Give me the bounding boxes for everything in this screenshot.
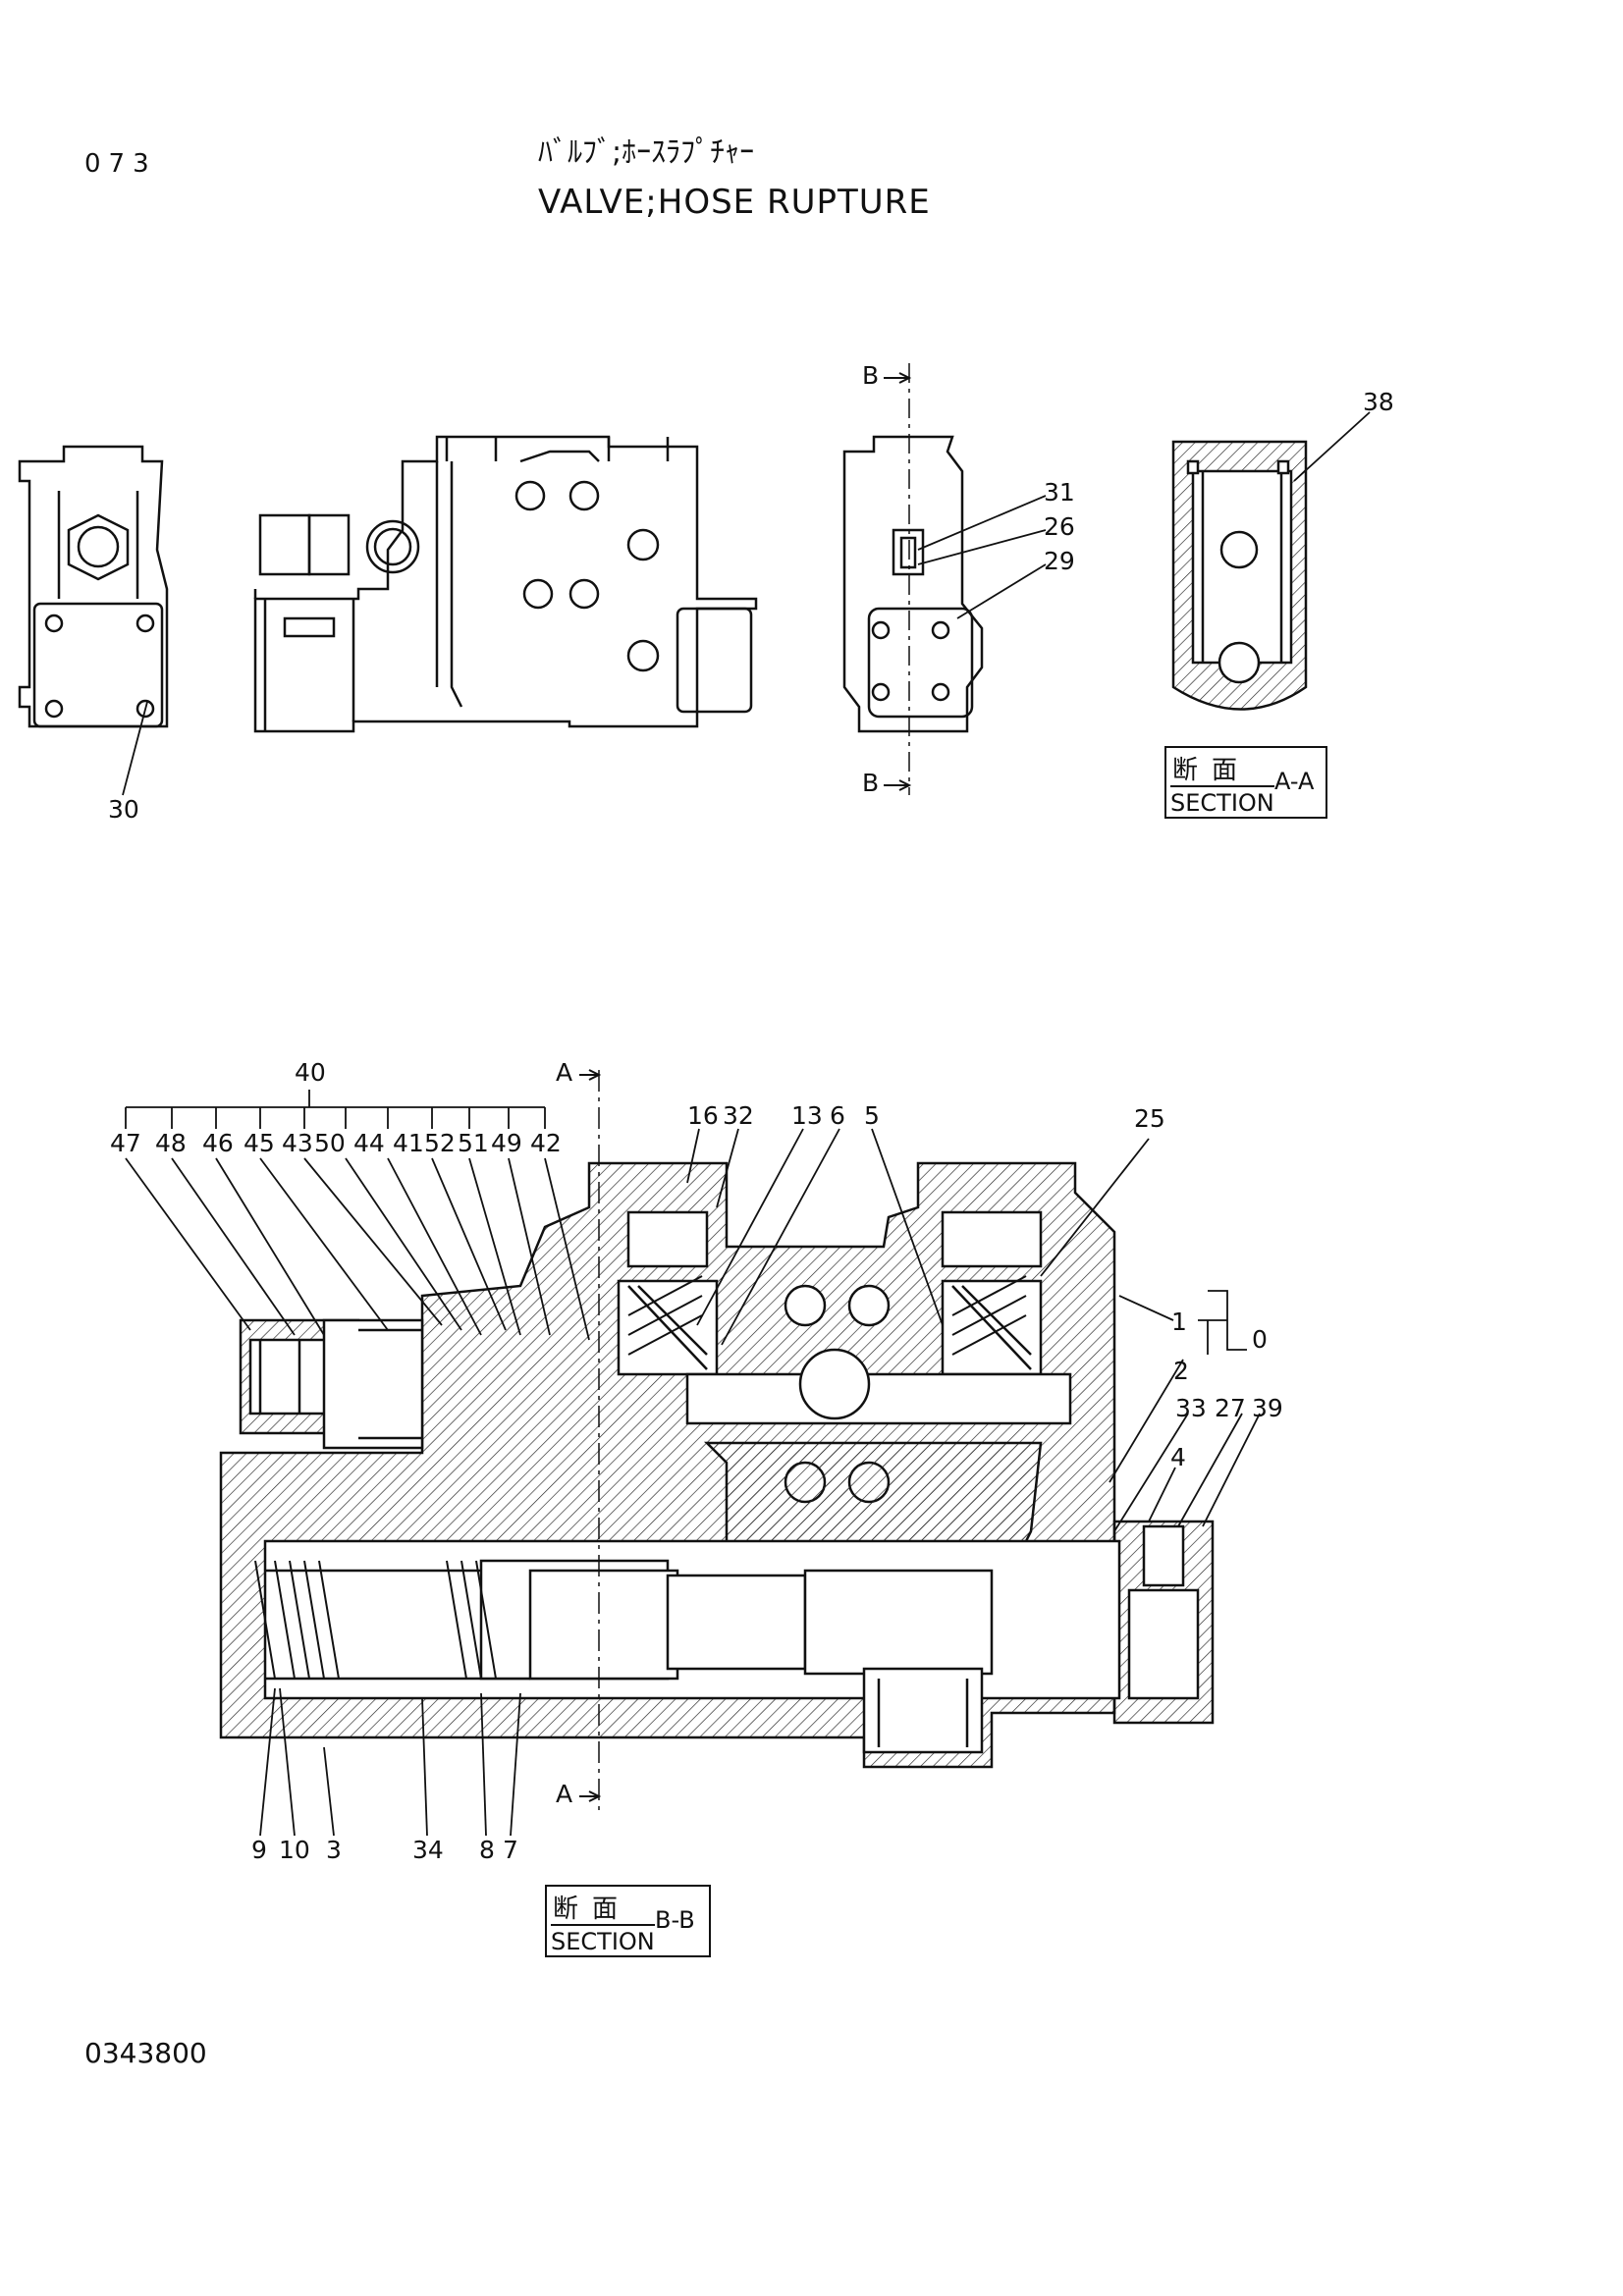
callout-39: 39 [1252,1394,1283,1422]
callout-45: 45 [243,1129,275,1157]
title-english: VALVE;HOSE RUPTURE [538,183,931,222]
callout-2: 2 [1173,1357,1189,1385]
section-aa-word: SECTION [1170,785,1274,817]
marker-a-bottom: A [556,1780,573,1808]
callout-44: 44 [353,1129,385,1157]
callout-38: 38 [1363,388,1394,416]
section-bb-label: 断面 SECTION B-B [545,1885,711,1957]
spring [254,1275,1027,1680]
title-japanese: ﾊﾞﾙﾌﾞ;ﾎｰｽﾗﾌﾟﾁｬｰ [538,135,755,170]
section-bb-kanji: 断面 [553,1895,632,1924]
callout-42: 42 [530,1129,562,1157]
callout-34: 34 [412,1836,444,1864]
callout-10: 10 [279,1836,310,1864]
callout-6: 6 [830,1101,845,1130]
callout-51: 51 [458,1129,489,1157]
callout-25: 25 [1134,1104,1165,1133]
marker-b-top: B [862,361,880,390]
callout-1: 1 [1171,1308,1187,1336]
callout-8: 8 [479,1836,495,1864]
front-view [253,435,758,733]
callout-41: 41 [393,1129,424,1157]
left-side-view [18,445,169,728]
callout-50: 50 [314,1129,346,1157]
callout-32: 32 [723,1101,754,1130]
callout-13: 13 [791,1101,823,1130]
marker-a-top: A [556,1058,573,1087]
section-aa-kanji: 断面 [1172,756,1252,785]
document-number: 0343800 [84,2037,207,2069]
section-aa-view [1171,440,1308,711]
callout-49: 49 [491,1129,522,1157]
callout-40: 40 [295,1058,326,1087]
callout-43: 43 [282,1129,313,1157]
callout-27: 27 [1215,1394,1246,1422]
callout-31: 31 [1044,478,1075,507]
page-number: 073 [84,149,157,179]
callout-3: 3 [326,1836,342,1864]
callout-16: 16 [687,1101,719,1130]
section-bb-view [219,1069,1215,1816]
callout-46: 46 [202,1129,234,1157]
callout-7: 7 [503,1836,518,1864]
callout-47: 47 [110,1129,141,1157]
section-aa-view: A-A [1274,768,1315,795]
section-bb-view: B-B [655,1906,695,1934]
callout-52: 52 [424,1129,456,1157]
callout-5: 5 [864,1101,880,1130]
callout-48: 48 [155,1129,187,1157]
callout-29: 29 [1044,547,1075,575]
callout-26: 26 [1044,512,1075,541]
callout-30: 30 [108,795,139,824]
section-aa-label: 断面 SECTION A-A [1164,746,1327,819]
callout-0: 0 [1252,1325,1268,1354]
leader-lines [122,411,1371,1837]
callout-9: 9 [251,1836,267,1864]
section-bb-word: SECTION [551,1924,655,1955]
marker-b-bottom: B [862,769,880,797]
callout-4: 4 [1170,1443,1186,1471]
end-view [842,363,984,795]
callout-33: 33 [1175,1394,1207,1422]
